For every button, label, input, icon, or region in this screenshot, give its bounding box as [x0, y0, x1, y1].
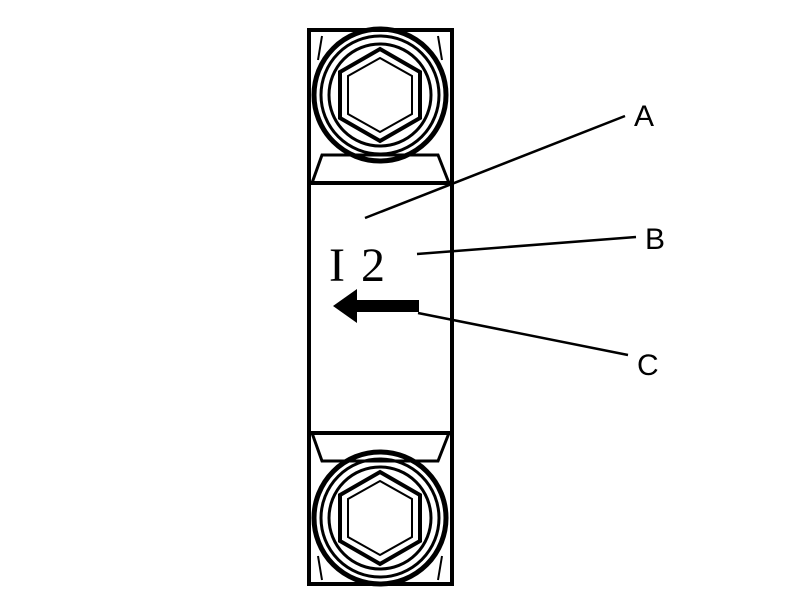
- callout-label-b: B: [645, 223, 665, 256]
- callout-label-a: A: [634, 100, 654, 133]
- direction-arrow: [333, 289, 419, 323]
- bottom-bolt: [307, 431, 454, 587]
- leader-line-c: [417, 311, 629, 357]
- plate-marking-number: 2: [361, 239, 385, 292]
- top-bolt: [307, 26, 454, 185]
- leader-line-a: [364, 114, 626, 220]
- plate-marking-letter: I: [329, 239, 345, 292]
- callout-label-c: C: [637, 349, 659, 382]
- leader-line-b: [416, 235, 637, 256]
